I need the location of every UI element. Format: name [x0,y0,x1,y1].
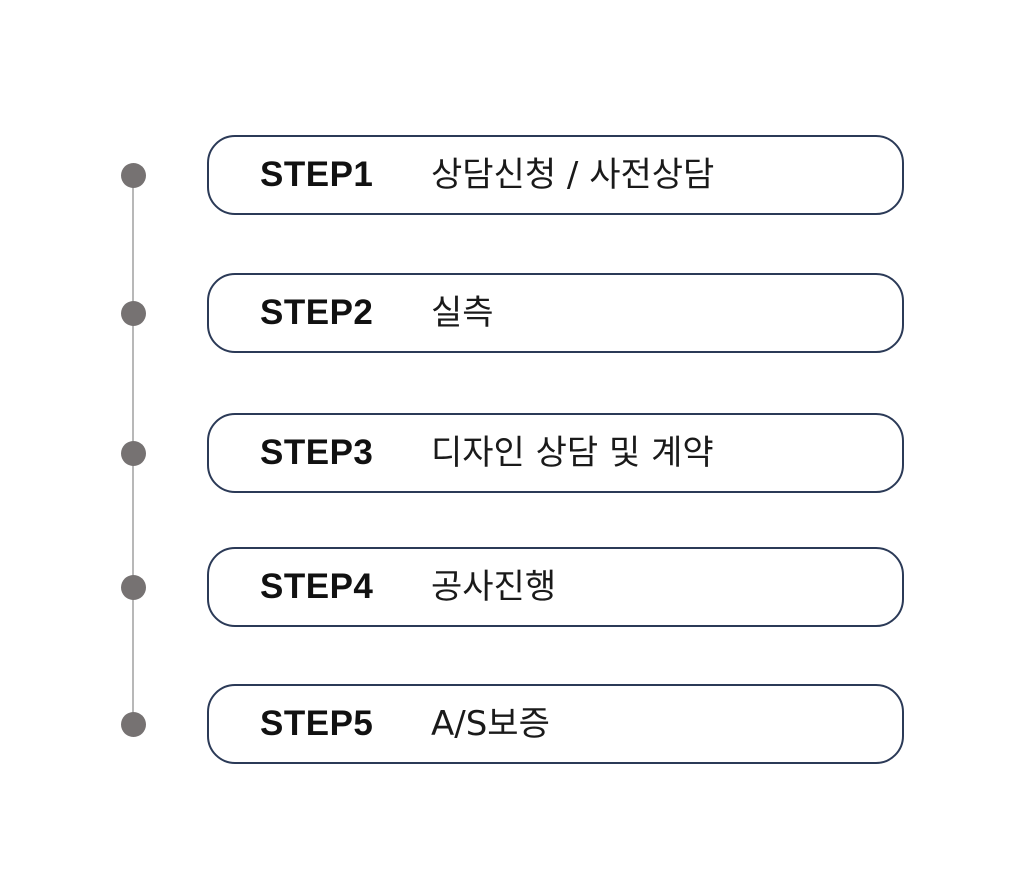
step-dot-2 [121,301,146,326]
step-row-4: STEP4 공사진행 [0,547,1024,627]
step-box-1: STEP1 상담신청 / 사전상담 [207,135,904,215]
step-label-2: STEP2 [260,293,374,332]
step-text-5: A/S보증 [431,704,550,744]
step-label-1: STEP1 [260,155,374,194]
step-dot-4 [121,575,146,600]
step-box-3: STEP3 디자인 상담 및 계약 [207,413,904,493]
step-text-1: 상담신청 / 사전상담 [431,155,715,195]
step-label-4: STEP4 [260,567,374,606]
step-dot-3 [121,441,146,466]
step-text-3: 디자인 상담 및 계약 [431,433,714,473]
step-text-4: 공사진행 [431,567,557,607]
step-row-2: STEP2 실측 [0,273,1024,353]
step-row-5: STEP5 A/S보증 [0,684,1024,764]
step-dot-1 [121,163,146,188]
step-row-3: STEP3 디자인 상담 및 계약 [0,413,1024,493]
step-label-5: STEP5 [260,704,374,743]
step-box-5: STEP5 A/S보증 [207,684,904,764]
step-dot-5 [121,712,146,737]
step-label-3: STEP3 [260,433,374,472]
step-row-1: STEP1 상담신청 / 사전상담 [0,135,1024,215]
step-box-4: STEP4 공사진행 [207,547,904,627]
step-text-2: 실측 [431,293,494,333]
step-box-2: STEP2 실측 [207,273,904,353]
